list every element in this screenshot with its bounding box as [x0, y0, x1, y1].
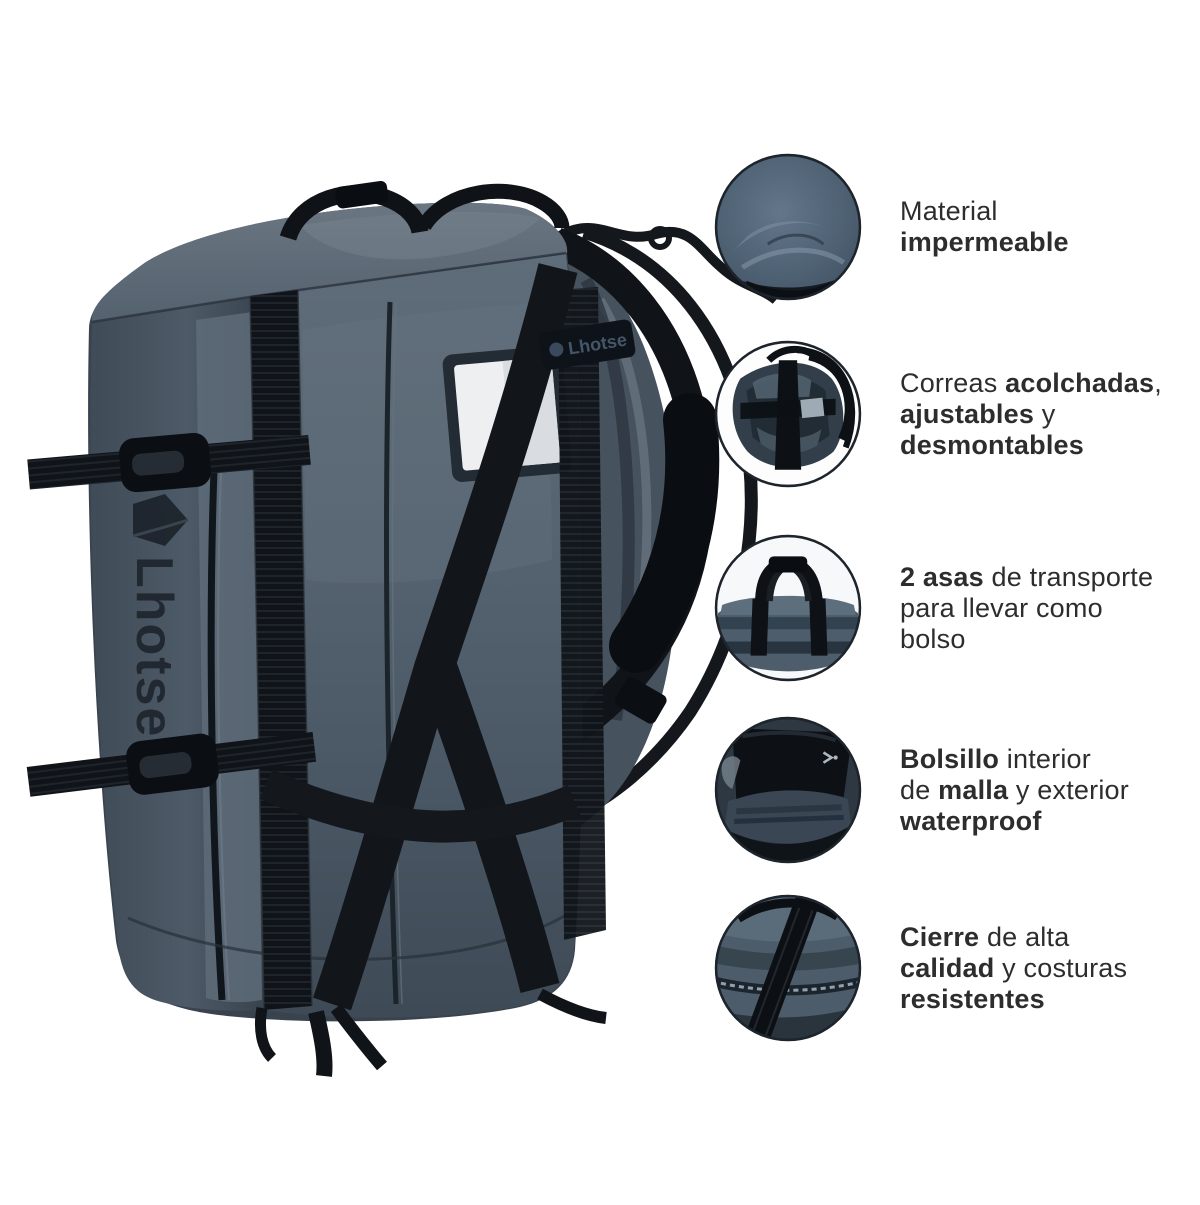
waterproof-material-photo — [712, 151, 864, 303]
thumb-ring — [714, 153, 862, 301]
thumb-ring — [714, 534, 862, 682]
strap-brand-tag: Lhotse — [538, 319, 636, 370]
carry-handles-photo — [712, 532, 864, 684]
right-webbing-strap — [558, 287, 606, 940]
duffel-bag-svg: Lhotse — [26, 180, 780, 1077]
caption-line: Correas acolchadas, — [900, 367, 1162, 398]
thumb-ring — [714, 340, 862, 488]
caption-line: Material — [900, 196, 998, 226]
lower-compression-strap — [26, 731, 317, 797]
caption-line: Cierre de alta — [900, 921, 1070, 952]
caption-line: ajustables y — [900, 398, 1056, 429]
caption-line: de malla y exterior — [900, 774, 1129, 805]
caption-line: Bolsillo interior — [900, 743, 1091, 774]
thumb-ring — [714, 716, 862, 864]
tag-gem-icon — [549, 342, 564, 357]
caption-line: calidad y costuras — [900, 952, 1128, 983]
carry-handles — [279, 180, 570, 242]
caption-line: 2 asas de transporte — [900, 561, 1154, 592]
zipper-photo — [712, 892, 864, 1044]
vertical-webbing-strap — [249, 289, 313, 1011]
pocket-photo — [712, 714, 864, 866]
bag-side-panel: Lhotse — [90, 296, 266, 1011]
caption-line: waterproof — [900, 805, 1042, 836]
caption-line: desmontables — [900, 429, 1084, 460]
caption-line: impermeable — [900, 227, 1069, 257]
lhotse-gem-logo — [132, 494, 189, 546]
thumb-ring — [714, 894, 862, 1042]
upper-compression-strap — [27, 432, 311, 493]
caption-line: bolso — [900, 623, 966, 654]
bag-side-brand-text: Lhotse — [125, 556, 183, 738]
caption-line: resistentes — [900, 983, 1045, 1014]
bag-top-lid — [91, 202, 568, 324]
duffel-bag-photo: Lhotse — [26, 180, 780, 1077]
caption-line: para llevar como — [900, 592, 1103, 623]
front-cross-straps — [259, 263, 581, 1011]
bottom-hanging-straps — [254, 988, 607, 1077]
padded-straps-photo — [712, 338, 864, 490]
